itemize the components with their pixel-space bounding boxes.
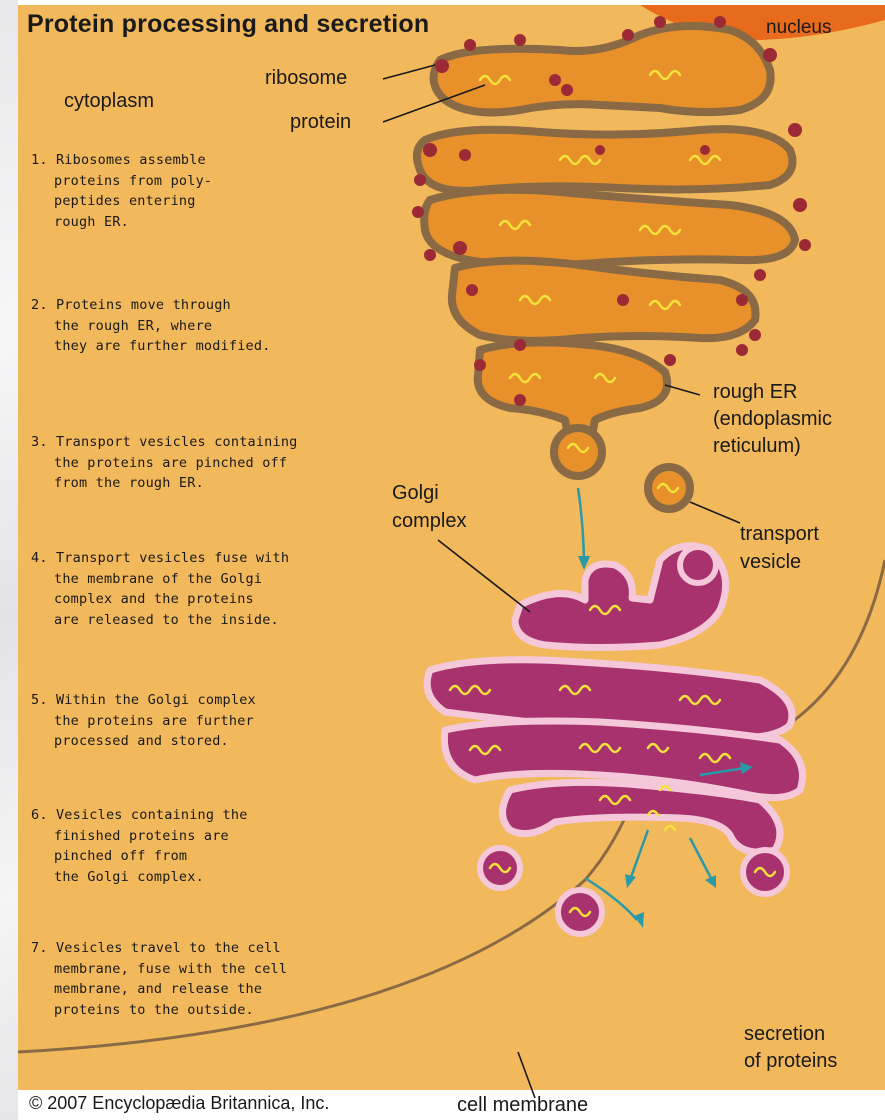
er-cisterna-3 [424, 190, 795, 265]
leader-cell-membrane [518, 1052, 535, 1098]
step-1-line: peptides entering [31, 191, 391, 212]
step-5-line: processed and stored. [31, 731, 391, 752]
label-ribosome: ribosome [265, 66, 347, 90]
step-7-line: proteins to the outside. [31, 1000, 391, 1021]
step-6-line: finished proteins are [31, 826, 391, 847]
label-nucleus: nucleus [766, 16, 832, 40]
step-3-line: 3. Transport vesicles containing [31, 432, 391, 453]
diagram-title: Protein processing and secretion [27, 10, 429, 39]
step-7-line: membrane, and release the [31, 979, 391, 1000]
step-3-line: the proteins are pinched off [31, 453, 391, 474]
label-protein: protein [290, 110, 351, 134]
label-rough-er-line-1: rough ER [713, 380, 798, 404]
leader-golgi [438, 540, 530, 612]
label-transport-vesicle-line-1: transport [740, 522, 819, 546]
copyright-notice: © 2007 Encyclopædia Britannica, Inc. [29, 1093, 329, 1114]
step-4-line: complex and the proteins [31, 589, 391, 610]
step-2-line: the rough ER, where [31, 316, 391, 337]
label-rough-er-line-3: reticulum) [713, 434, 801, 458]
leader-ribosome [383, 65, 435, 79]
step-2-line: 2. Proteins move through [31, 295, 391, 316]
step-3-line: from the rough ER. [31, 473, 391, 494]
er-cisterna-4 [452, 261, 756, 341]
golgi-cisterna-4 [503, 782, 781, 852]
label-secretion-line-2: of proteins [744, 1049, 837, 1073]
arrow-to-golgi [578, 488, 584, 560]
step-6-line: 6. Vesicles containing the [31, 805, 391, 826]
leader-transport-vesicle [690, 502, 740, 523]
step-7-line: membrane, fuse with the cell [31, 959, 391, 980]
step-1-line: proteins from poly- [31, 171, 391, 192]
label-secretion-line-1: secretion [744, 1022, 825, 1046]
step-5-line: the proteins are further [31, 711, 391, 732]
er-budding-vesicle [554, 428, 602, 476]
step-1-line: 1. Ribosomes assemble [31, 150, 391, 171]
label-golgi-line-1: Golgi [392, 481, 439, 505]
step-5-line: 5. Within the Golgi complex [31, 690, 391, 711]
step-6-line: pinched off from [31, 846, 391, 867]
golgi-complex [427, 546, 802, 852]
step-1-line: rough ER. [31, 212, 391, 233]
step-2-line: they are further modified. [31, 336, 391, 357]
step-4-line: are released to the inside. [31, 610, 391, 631]
step-4-line: 4. Transport vesicles fuse with [31, 548, 391, 569]
er-cisterna-1 [434, 26, 771, 112]
label-golgi-line-2: complex [392, 509, 466, 533]
label-cytoplasm: cytoplasm [64, 89, 154, 113]
label-rough-er-line-2: (endoplasmic [713, 407, 832, 431]
step-7-line: 7. Vesicles travel to the cell [31, 938, 391, 959]
er-cisterna-2 [417, 129, 793, 191]
arrow-secretion-3 [690, 838, 712, 880]
step-4-line: the membrane of the Golgi [31, 569, 391, 590]
step-6-line: the Golgi complex. [31, 867, 391, 888]
label-cell-membrane: cell membrane [457, 1093, 588, 1117]
label-transport-vesicle-line-2: vesicle [740, 550, 801, 574]
arrow-secretion-2 [630, 830, 648, 880]
